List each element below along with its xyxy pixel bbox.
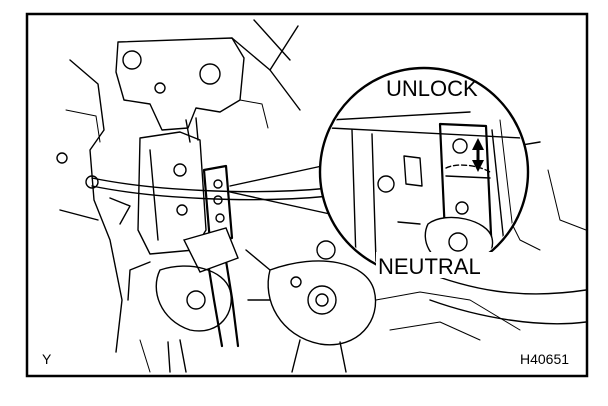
unlock-label: UNLOCK xyxy=(386,76,478,101)
neutral-label-backing xyxy=(376,252,504,278)
corner-code: Y xyxy=(42,351,52,367)
lock-direction-arrow xyxy=(472,138,484,172)
neutral-label: NEUTRAL xyxy=(378,254,481,279)
figure-id: H40651 xyxy=(520,351,569,367)
